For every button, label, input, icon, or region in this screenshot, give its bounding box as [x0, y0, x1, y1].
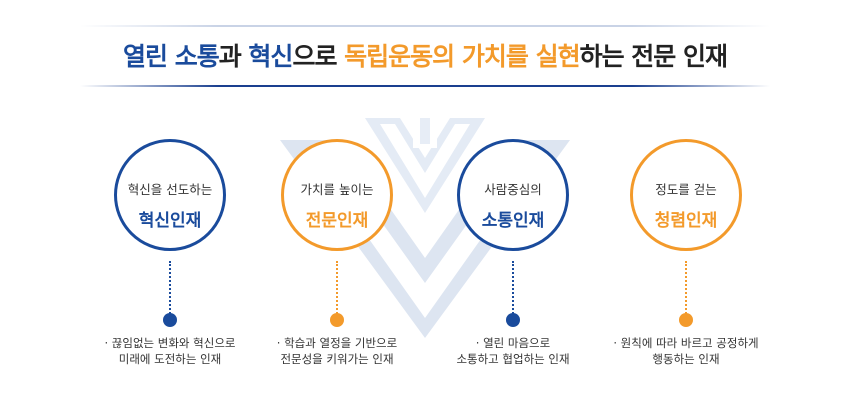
talent-circle: 정도를 걷는 청렴인재: [630, 139, 742, 251]
description-line: 미래에 도전하는 인재: [118, 352, 222, 366]
talent-item-integrity: 정도를 걷는 청렴인재 · 원칙에 따라 바르고 공정하게 행동하는 인재: [601, 139, 781, 379]
title-segment: 으로: [292, 42, 345, 71]
connector-dot: [679, 313, 693, 327]
description-line: 소통하고 협업하는 인재: [456, 352, 570, 366]
talent-circle: 사람중심의 소통인재: [457, 139, 569, 251]
circle-title: 혁신인재: [138, 211, 202, 231]
dotted-connector: [512, 261, 514, 317]
connector-dot: [506, 313, 520, 327]
description-line: 행동하는 인재: [652, 352, 720, 366]
talent-item-communication: 사람중심의 소통인재 · 열린 마음으로 소통하고 협업하는 인재: [428, 139, 608, 379]
title-segment: 독립운동의 가치를 실현: [344, 42, 580, 71]
description-line: · 학습과 열정을 기반으로: [276, 336, 398, 350]
description-line: · 열린 마음으로: [475, 336, 551, 350]
connector-dot: [163, 313, 177, 327]
dotted-connector: [336, 261, 338, 317]
talent-description: · 학습과 열정을 기반으로 전문성을 키워가는 인재: [232, 335, 442, 367]
circle-subtitle: 정도를 걷는: [655, 182, 717, 197]
circle-title: 전문인재: [305, 211, 369, 231]
circle-subtitle: 가치를 높이는: [300, 182, 374, 197]
talent-description: · 끊임없는 변화와 혁신으로 미래에 도전하는 인재: [65, 335, 275, 367]
description-line: 전문성을 키워가는 인재: [280, 352, 394, 366]
circle-subtitle: 혁신을 선도하는: [127, 182, 213, 197]
description-line: · 끊임없는 변화와 혁신으로: [104, 336, 236, 350]
talent-item-expertise: 가치를 높이는 전문인재 · 학습과 열정을 기반으로 전문성을 키워가는 인재: [252, 139, 432, 379]
title-segment: 열린 소통: [122, 42, 220, 71]
page-title: 열린 소통과 혁신으로 독립운동의 가치를 실현하는 전문 인재: [0, 37, 850, 73]
talent-description: · 열린 마음으로 소통하고 협업하는 인재: [408, 335, 618, 367]
title-segment: 과: [218, 42, 249, 71]
title-bottom-rule: [80, 85, 770, 87]
talent-circle: 가치를 높이는 전문인재: [281, 139, 393, 251]
description-line: · 원칙에 따라 바르고 공정하게: [613, 336, 759, 350]
circle-title: 청렴인재: [654, 211, 718, 231]
talent-description: · 원칙에 따라 바르고 공정하게 행동하는 인재: [581, 335, 791, 367]
talent-circle: 혁신을 선도하는 혁신인재: [114, 139, 226, 251]
dotted-connector: [169, 261, 171, 317]
title-top-rule: [80, 25, 770, 27]
talent-item-innovation: 혁신을 선도하는 혁신인재 · 끊임없는 변화와 혁신으로 미래에 도전하는 인…: [85, 139, 265, 379]
title-segment: 혁신: [248, 42, 293, 71]
connector-dot: [330, 313, 344, 327]
title-segment: 하는 전문 인재: [579, 42, 728, 71]
circle-title: 소통인재: [481, 211, 545, 231]
dotted-connector: [685, 261, 687, 317]
circle-subtitle: 사람중심의: [484, 182, 542, 197]
